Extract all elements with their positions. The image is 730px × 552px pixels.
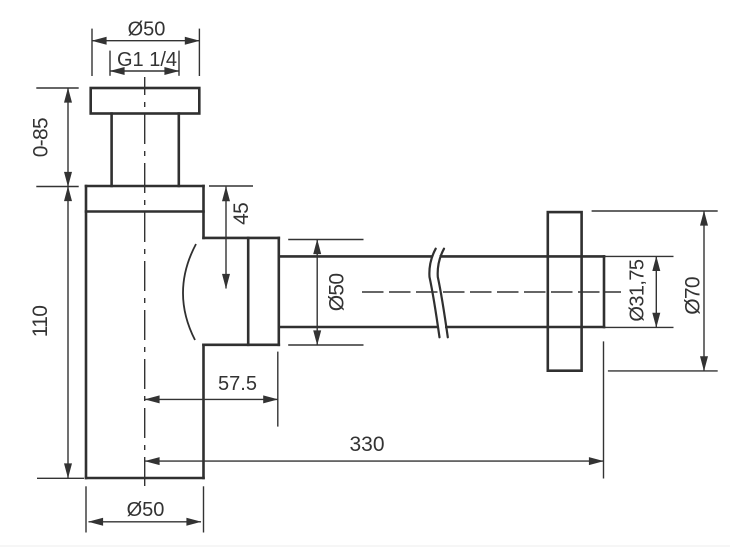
svg-text:0-85: 0-85 bbox=[30, 118, 53, 157]
svg-text:Ø31,75: Ø31,75 bbox=[627, 259, 649, 321]
svg-text:Ø50: Ø50 bbox=[128, 19, 166, 41]
svg-text:G1 1/4: G1 1/4 bbox=[117, 49, 177, 71]
svg-text:Ø70: Ø70 bbox=[682, 277, 705, 315]
svg-text:Ø50: Ø50 bbox=[326, 274, 349, 312]
svg-text:45: 45 bbox=[230, 203, 253, 225]
svg-text:57.5: 57.5 bbox=[218, 373, 257, 395]
svg-text:Ø50: Ø50 bbox=[127, 499, 165, 521]
svg-text:110: 110 bbox=[29, 306, 52, 337]
svg-text:330: 330 bbox=[349, 433, 384, 456]
